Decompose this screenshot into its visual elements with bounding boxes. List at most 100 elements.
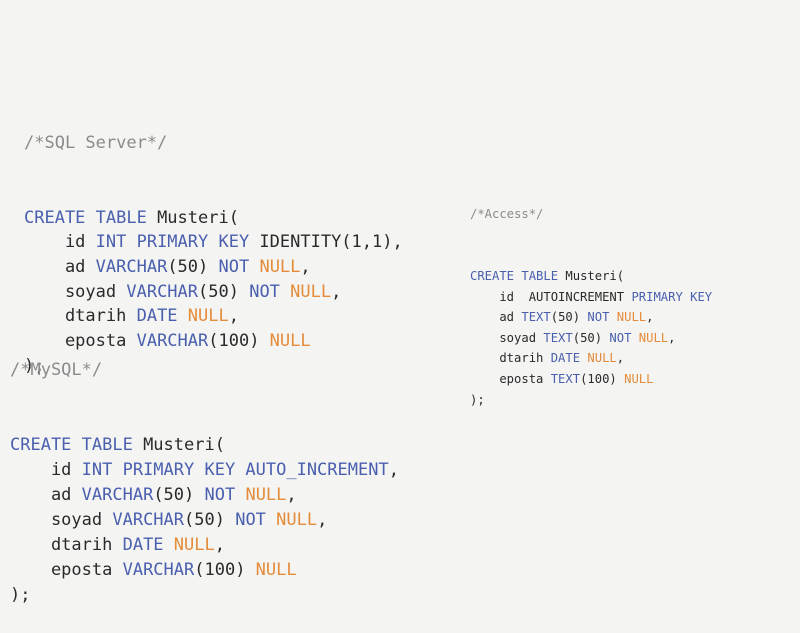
code-line: ); <box>470 390 712 411</box>
code-line: ad VARCHAR(50) NOT NULL, <box>10 483 399 508</box>
sql-keyword: CREATE TABLE <box>10 435 144 455</box>
sql-text: Musteri( <box>565 268 625 283</box>
sql-null-keyword: NULL <box>259 256 301 277</box>
code-line: dtarih DATE NULL, <box>10 533 399 558</box>
code-line: id AUTOINCREMENT PRIMARY KEY <box>470 287 712 308</box>
sql-text: dtarih <box>10 535 123 555</box>
code-line: eposta VARCHAR(100) NULL <box>10 558 399 583</box>
sql-keyword: VARCHAR <box>95 256 168 277</box>
sql-text: (50) <box>167 256 219 277</box>
sql-keyword: TEXT <box>543 330 573 345</box>
sql-null-keyword: NULL <box>638 330 669 345</box>
sql-keyword: VARCHAR <box>136 331 209 352</box>
sql-keyword: DATE <box>136 306 188 327</box>
sql-text: ad <box>24 256 96 277</box>
sql-text: , <box>616 351 625 366</box>
code-line: soyad TEXT(50) NOT NULL, <box>470 328 712 349</box>
sql-text: id <box>10 460 82 480</box>
sql-keyword: INT PRIMARY KEY <box>95 232 260 253</box>
code-line: CREATE TABLE Musteri( <box>24 206 403 231</box>
access-code-lines: CREATE TABLE Musteri( id AUTOINCREMENT P… <box>470 266 712 410</box>
sql-null-keyword: NULL <box>187 306 229 327</box>
sql-keyword: NOT <box>218 256 260 277</box>
sql-keyword: TEXT <box>521 310 551 325</box>
sql-keyword: DATE <box>550 351 588 366</box>
sql-keyword: CREATE TABLE <box>24 207 158 228</box>
sql-text: , <box>668 330 676 345</box>
mysql-code-lines: CREATE TABLE Musteri( id INT PRIMARY KEY… <box>10 433 399 608</box>
sql-text: ); <box>24 355 45 376</box>
code-line: eposta TEXT(100) NULL <box>470 369 712 390</box>
sql-null-keyword: NULL <box>290 281 332 302</box>
sql-keyword: VARCHAR <box>112 510 185 530</box>
sql-text: , <box>388 460 399 480</box>
sql-null-keyword: NULL <box>587 351 617 366</box>
sql-text: (50) <box>550 310 588 325</box>
sql-keyword: CREATE TABLE <box>470 268 566 283</box>
sql-null-keyword: NULL <box>616 310 647 325</box>
code-line: ); <box>10 583 399 608</box>
sql-keyword: VARCHAR <box>122 560 195 580</box>
sql-text: (100) <box>208 331 270 352</box>
sql-server-code-block: /*SQL Server*/ CREATE TABLE Musteri( id … <box>24 82 403 403</box>
sql-null-keyword: NULL <box>276 510 318 530</box>
sql-keyword: VARCHAR <box>81 485 154 505</box>
sql-keyword: TEXT <box>550 371 581 386</box>
sql-text: eposta <box>10 560 123 580</box>
sql-text: (50) <box>198 281 250 302</box>
sql-text: , <box>317 510 328 530</box>
sql-text: (100) <box>580 371 625 386</box>
sql-text: ); <box>470 392 485 407</box>
code-line: soyad VARCHAR(50) NOT NULL, <box>10 508 399 533</box>
sql-text: (50) <box>184 510 236 530</box>
sql-text: , <box>300 256 311 277</box>
sql-text: ); <box>10 585 31 605</box>
sql-null-keyword: NULL <box>255 560 297 580</box>
sql-text: IDENTITY(1,1), <box>259 232 403 253</box>
sql-text: , <box>228 306 239 327</box>
sql-server-comment: /*SQL Server*/ <box>24 133 168 154</box>
sql-text: eposta <box>24 331 137 352</box>
sql-text: (100) <box>194 560 256 580</box>
sql-text: , <box>286 485 297 505</box>
sql-text: ad <box>10 485 82 505</box>
sql-text: , <box>331 281 342 302</box>
sql-null-keyword: NULL <box>269 331 311 352</box>
sql-text: eposta <box>470 371 551 386</box>
code-line: ); <box>24 354 403 379</box>
sql-text: soyad <box>24 281 127 302</box>
sql-text: dtarih <box>470 351 551 366</box>
sql-keyword: NOT <box>587 310 617 325</box>
sql-keyword: PRIMARY KEY <box>631 289 713 304</box>
code-line: id INT PRIMARY KEY AUTO_INCREMENT, <box>10 458 399 483</box>
sql-text: Musteri( <box>143 435 225 455</box>
sql-server-code-lines: CREATE TABLE Musteri( id INT PRIMARY KEY… <box>24 206 403 379</box>
mysql-comment: /*MySQL*/ <box>10 360 103 380</box>
sql-keyword: VARCHAR <box>126 281 199 302</box>
code-line: eposta VARCHAR(100) NULL <box>24 329 403 354</box>
sql-keyword: NOT <box>249 281 291 302</box>
code-line: ad TEXT(50) NOT NULL, <box>470 307 712 328</box>
code-line: ad VARCHAR(50) NOT NULL, <box>24 255 403 280</box>
code-line: id INT PRIMARY KEY IDENTITY(1,1), <box>24 230 403 255</box>
sql-keyword: DATE <box>122 535 174 555</box>
sql-text: (50) <box>572 330 610 345</box>
sql-null-keyword: NULL <box>624 371 654 386</box>
sql-keyword: INT PRIMARY KEY AUTO_INCREMENT <box>81 460 389 480</box>
code-line: CREATE TABLE Musteri( <box>10 433 399 458</box>
code-line: soyad VARCHAR(50) NOT NULL, <box>24 280 403 305</box>
sql-null-keyword: NULL <box>173 535 215 555</box>
sql-text: soyad <box>470 330 544 345</box>
code-line: dtarih DATE NULL, <box>24 304 403 329</box>
sql-null-keyword: NULL <box>245 485 287 505</box>
sql-keyword: NOT <box>204 485 246 505</box>
sql-text: Musteri( <box>157 207 239 228</box>
sql-text: , <box>646 310 654 325</box>
access-code-block: /*Access*/ CREATE TABLE Musteri( id AUTO… <box>470 163 712 431</box>
sql-text: (50) <box>153 485 205 505</box>
code-line: dtarih DATE NULL, <box>470 348 712 369</box>
mysql-code-block: /*MySQL*/ CREATE TABLE Musteri( id INT P… <box>10 308 399 633</box>
sql-text: id <box>24 232 96 253</box>
sql-text: dtarih <box>24 306 137 327</box>
sql-text: soyad <box>10 510 113 530</box>
